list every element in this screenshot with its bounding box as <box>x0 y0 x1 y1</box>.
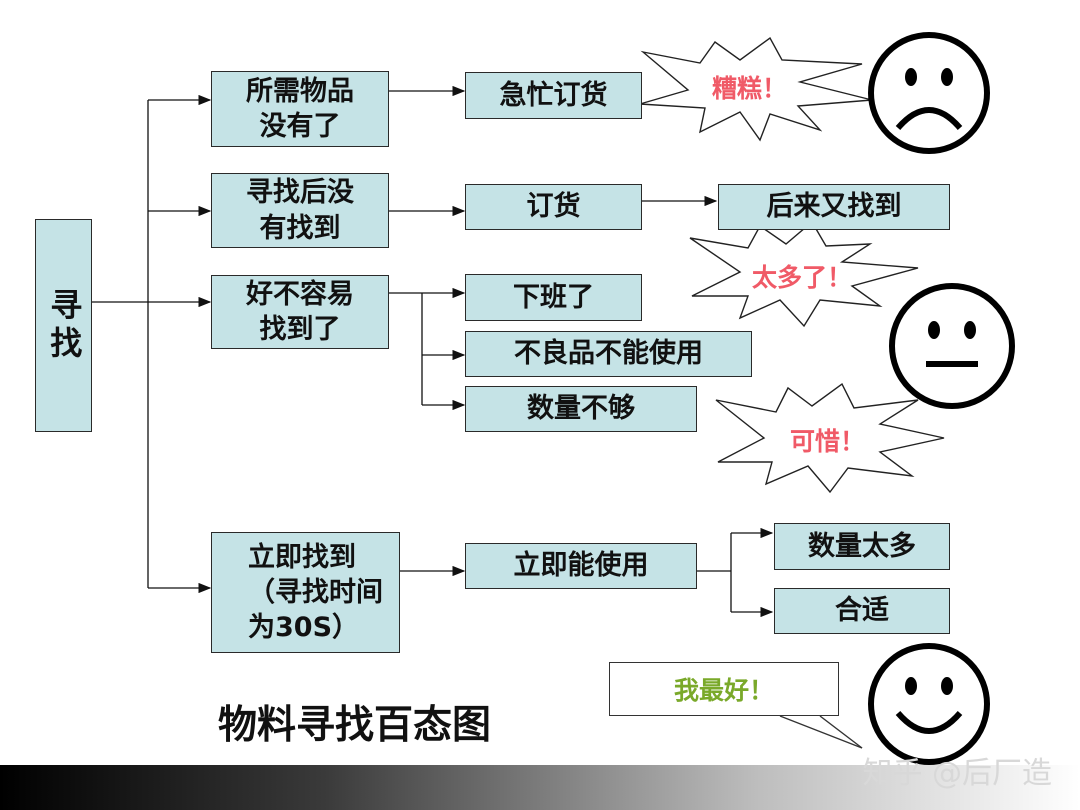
starburst-bad <box>639 36 873 142</box>
watermark: 知乎 @后厂造 <box>862 756 1052 791</box>
footer-gradient-bar <box>0 765 1080 810</box>
neutral-face-icon <box>889 283 1015 409</box>
outcome-defective: 不良品不能使用 <box>465 331 752 377</box>
exclaim-too-much: 太多了！ <box>752 263 853 292</box>
starburst-pity <box>715 382 945 494</box>
outcome-usable-now: 立即能使用 <box>465 543 697 589</box>
outcome-rush-order: 急忙订货 <box>465 72 642 119</box>
outcome-just-right: 合适 <box>774 588 950 634</box>
exclaim-bad: 糟糕！ <box>712 74 788 103</box>
root-node: 寻找 <box>35 219 92 432</box>
outcome-off-work: 下班了 <box>465 274 642 321</box>
outcome-too-many: 数量太多 <box>774 523 950 570</box>
sad-face-icon <box>868 32 990 154</box>
branch-finally-found: 好不容易 找到了 <box>211 275 389 349</box>
outcome-short-quantity: 数量不够 <box>465 386 697 432</box>
branch-not-found: 寻找后没 有找到 <box>211 173 389 248</box>
diagram-title: 物料寻找百态图 <box>218 702 492 748</box>
outcome-found-later: 后来又找到 <box>718 184 950 230</box>
starburst-too-much <box>689 220 919 328</box>
happy-face-icon <box>868 643 990 765</box>
callout-best: 我最好！ <box>609 662 839 716</box>
branch-missing: 所需物品 没有了 <box>211 71 389 147</box>
exclaim-pity: 可惜！ <box>790 427 866 456</box>
outcome-order: 订货 <box>465 184 642 230</box>
branch-found-immediately: 立即找到 （寻找时间 为30S） <box>211 532 400 653</box>
